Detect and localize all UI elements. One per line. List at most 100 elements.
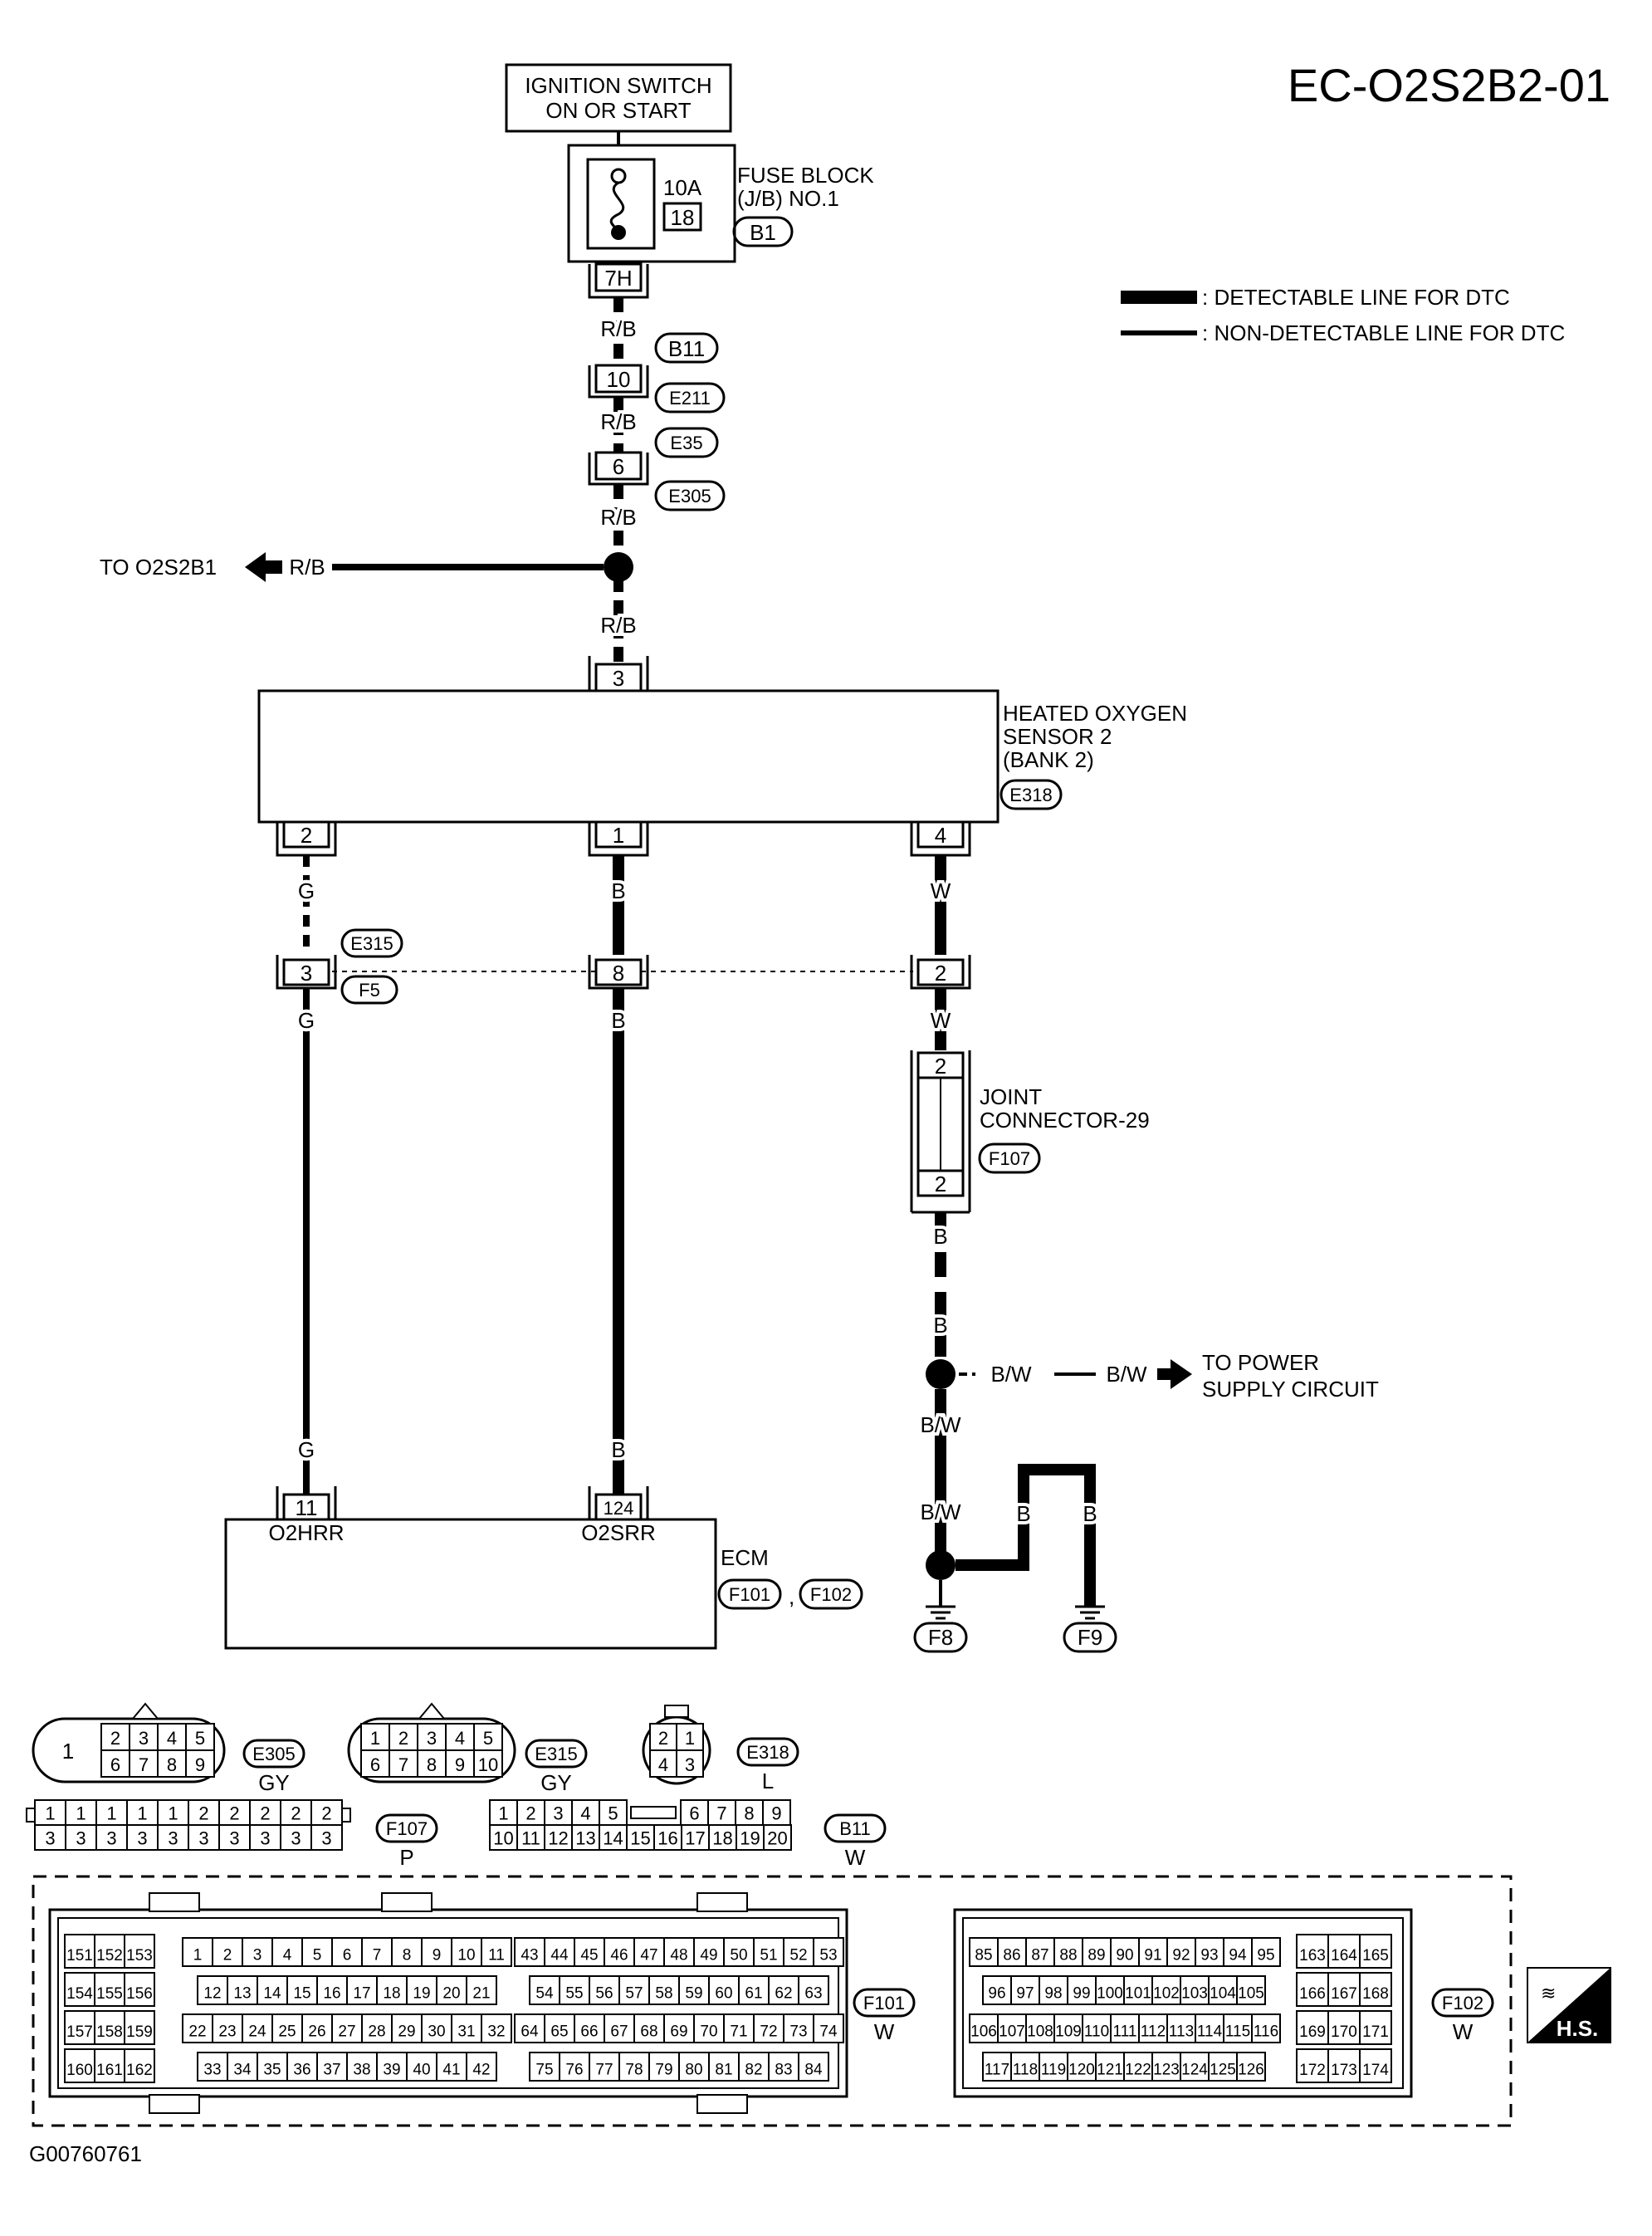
f107-pin: 3 [321,1827,331,1848]
e305-pin: 5 [195,1728,205,1749]
f102-pin: 168 [1362,1985,1389,2003]
joint-connector: 2 2 JOINT CONNECTOR-29 F107 [910,1050,1150,1214]
b11-pin: 11 [521,1827,540,1848]
e315-pin: 5 [483,1728,493,1749]
ground-f9: F9 [1063,1605,1117,1653]
e305-id: E305 [252,1744,295,1764]
f101-pin: 24 [248,2023,266,2041]
mid-pin-3: 3 [301,961,312,986]
f101-pin: 75 [535,2062,553,2079]
f101-pin: 31 [457,2023,475,2041]
f102-pin: 109 [1055,2023,1082,2041]
f107-color: P [399,1845,413,1870]
f102-pin: 112 [1141,2023,1166,2041]
ecm-o2srr: O2SRR [581,1520,656,1545]
f101-pin: 15 [293,1985,310,2003]
f101-pin: 36 [293,2062,310,2079]
f102-pin: 163 [1299,1947,1326,1964]
ecm-pin-124: 124 [604,1498,634,1519]
f102-pin: 93 [1200,1947,1218,1964]
e305-pin: 3 [139,1728,149,1749]
f101-pin: 156 [126,1985,153,2003]
f102-pin: 86 [1003,1947,1020,1964]
f102-pin: 102 [1153,1985,1180,2003]
f101-pin: 72 [760,2023,777,2041]
b11-pin: 19 [740,1827,760,1848]
joint-connector-id: F107 [989,1148,1030,1169]
f101-pin: 39 [383,2062,400,2079]
f102-pin: 98 [1044,1985,1062,2003]
f102-pin: 173 [1331,2062,1357,2079]
f101-pin: 82 [745,2062,762,2079]
fuse-rating: 10A [663,175,702,200]
f107-pin: 3 [168,1827,178,1848]
f101-pin: 70 [700,2023,717,2041]
f102-pin: 121 [1097,2062,1123,2079]
fuse-block-connector: B1 [750,220,776,245]
e305-pin: 4 [167,1728,177,1749]
b11-pin: 9 [771,1803,781,1823]
mid-pin-2: 2 [935,961,946,986]
footer-code: G00760761 [29,2141,142,2166]
ground-wire-bw-4: B/W [920,1500,961,1524]
e315-pin: 4 [455,1728,465,1749]
f102-pin: 117 [985,2062,1009,2079]
f101-pin: 33 [203,2062,221,2079]
f101-pin: 84 [804,2062,823,2079]
f101-pin: 14 [263,1985,281,2003]
to-power-1: TO POWER [1202,1350,1319,1375]
f101-pin: 29 [398,2023,415,2041]
f101-pin: 45 [580,1947,598,1964]
wire-w-1: W [931,878,951,903]
f101-pin: 55 [565,1985,583,2003]
b11-pin: 4 [580,1803,590,1823]
f101-pin: 42 [472,2062,490,2079]
b11-color: W [845,1845,866,1870]
b11-pin: 16 [657,1827,677,1848]
f101-pin: 20 [442,1985,460,2003]
f107-pin: 2 [321,1803,331,1823]
f102-pin: 85 [975,1947,992,1964]
f102-pin: 104 [1210,1985,1236,2003]
f102-pin: 89 [1087,1947,1105,1964]
b11-pin: 8 [744,1803,754,1823]
b11-pin: 13 [575,1827,595,1848]
f107-pin: 2 [198,1803,208,1823]
b11-pin: 3 [553,1803,563,1823]
ground-wire-bw-3: B/W [920,1412,961,1437]
f101-pin: 68 [640,2023,657,2041]
f101-pin: 157 [66,2023,93,2041]
e305-pin-big: 1 [62,1739,74,1764]
wire-rb-3: R/B [600,505,636,530]
b11-pin: 18 [712,1827,732,1848]
ground-wire-b-4: B [1083,1501,1097,1526]
f102-pin: 125 [1210,2062,1236,2079]
f102-pin: 108 [1027,2023,1053,2041]
f102-pin: 115 [1225,2023,1250,2041]
legend-non-detectable: : NON-DETECTABLE LINE FOR DTC [1202,320,1565,345]
wire-rb-branch: R/B [289,555,325,580]
mid-pin-8: 8 [613,961,624,986]
f102-pin: 100 [1097,1985,1123,2003]
f102-color: W [1453,2019,1474,2044]
e315-pin: 7 [398,1754,408,1775]
f101-pin: 37 [323,2062,340,2079]
f101-pin: 17 [353,1985,370,2003]
f101-pin: 7 [373,1947,382,1964]
b11-pin: 12 [548,1827,568,1848]
harness-icon: ≋ [1541,1983,1556,2004]
f107-pin: 3 [198,1827,208,1848]
f101-pin: 52 [789,1947,807,1964]
sensor-pin-4: 4 [935,823,946,848]
f107-pin: 3 [45,1827,55,1848]
f102-pin: 87 [1031,1947,1048,1964]
fuse-block-label-1: FUSE BLOCK [737,163,874,188]
f102-pin: 122 [1125,2062,1151,2079]
b11-pin: 7 [716,1803,726,1823]
b11-pin: 2 [525,1803,535,1823]
f101-pin: 16 [323,1985,340,2003]
wire-g-2: G [298,1008,315,1033]
f101-pin: 44 [550,1947,569,1964]
ignition-switch: IGNITION SWITCH ON OR START [505,63,732,133]
